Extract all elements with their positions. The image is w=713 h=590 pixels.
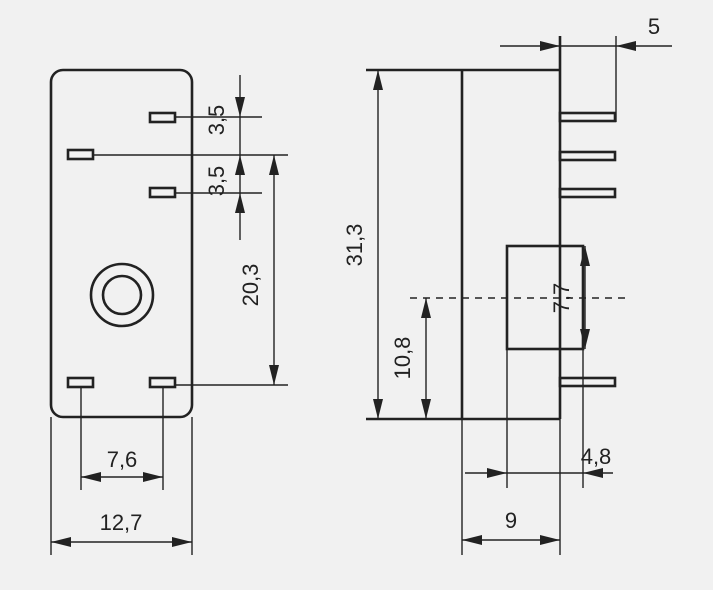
- arrow-pitch-lower-bottom: [235, 193, 245, 213]
- test-button-inner: [101, 274, 143, 316]
- dim-body-height: 31,3: [342, 224, 367, 267]
- side-pin-3: [558, 187, 617, 199]
- side-pin-2: [558, 150, 617, 162]
- dim-pin-pitch-lower: 3,5: [204, 166, 229, 197]
- pin-top-right: [148, 111, 177, 124]
- dim-pin-pitch-upper: 3,5: [204, 105, 229, 136]
- pin-bottom-right: [148, 376, 177, 389]
- side-pin-1: [558, 111, 617, 123]
- pin-mid-right: [148, 186, 177, 199]
- dim-pin-column-spacing: 7,6: [107, 447, 138, 472]
- test-button-outer: [89, 262, 155, 328]
- dim-pin-row-span: 20,3: [238, 264, 263, 307]
- dim-body-depth: 9: [505, 508, 517, 533]
- dim-button-center-height: 10,8: [390, 337, 415, 380]
- arrow-pitch-upper-bottom: [235, 155, 245, 175]
- front-view: 3,5 3,5 20,3 7,6 12,7: [49, 68, 288, 555]
- dim-button-depth: 4,8: [581, 444, 612, 469]
- dim-pin-length: 5: [648, 14, 660, 39]
- side-pin-4: [558, 376, 617, 388]
- dim-body-width: 12,7: [100, 510, 143, 535]
- side-view: 5 31,3 10,8 7,7 4,8 9: [342, 14, 672, 555]
- pin-top-left: [66, 148, 95, 161]
- pin-bottom-left: [66, 376, 95, 389]
- relay-body-outline: [49, 68, 194, 419]
- dim-button-height: 7,7: [549, 283, 574, 314]
- arrow-pitch-upper-top: [235, 97, 245, 117]
